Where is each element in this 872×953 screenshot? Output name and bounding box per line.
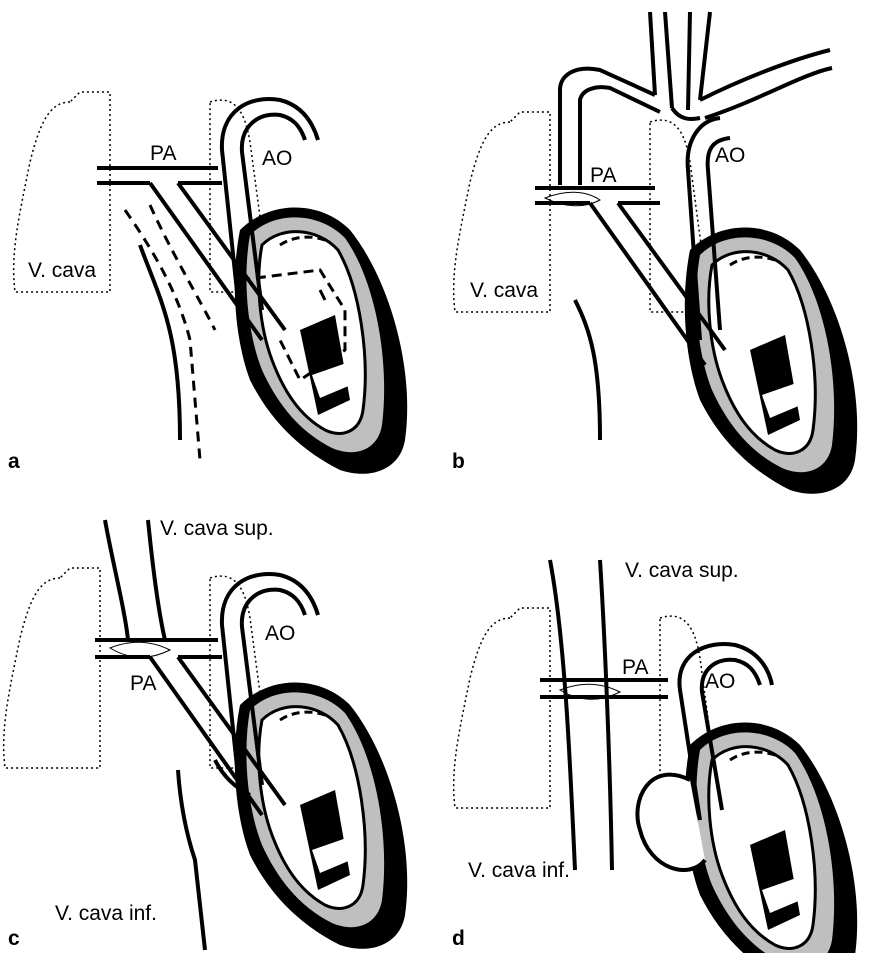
heart xyxy=(685,228,857,494)
pulmonary-artery xyxy=(97,168,222,183)
vena-cava-tube xyxy=(550,560,612,870)
left-lung-outline xyxy=(454,608,550,808)
panel-letter-c: c xyxy=(8,927,20,950)
panel-letter-d: d xyxy=(452,927,465,950)
vena-cava-label: V. cava xyxy=(470,279,538,302)
panel-letter-a: a xyxy=(8,450,20,473)
panel-b: PA AO V. cava b xyxy=(452,12,857,494)
panel-letter-b: b xyxy=(452,450,465,473)
ao-label: AO xyxy=(715,144,745,167)
panel-c: V. cava sup. PA AO V. cava inf. c xyxy=(4,517,408,950)
vena-cava-sup-label: V. cava sup. xyxy=(625,559,739,582)
pa-label: PA xyxy=(150,142,176,165)
heart xyxy=(685,723,857,953)
pa-label: PA xyxy=(130,672,156,695)
inferior-vena-cava xyxy=(178,760,250,950)
vena-cava-solid xyxy=(140,245,180,440)
panel-d: V. cava sup. PA AO V. cava inf. d xyxy=(452,559,857,953)
vena-cava-sup-label: V. cava sup. xyxy=(160,517,274,540)
pulmonary-artery xyxy=(540,680,668,697)
vena-cava-label: V. cava xyxy=(28,259,96,282)
aortic-arch-branches xyxy=(560,12,832,185)
panel-a: PA AO V. cava a xyxy=(8,92,407,474)
vena-cava xyxy=(575,300,600,440)
ao-label: AO xyxy=(705,670,735,693)
pa-label: PA xyxy=(622,656,648,679)
superior-vena-cava xyxy=(105,520,165,640)
ao-label: AO xyxy=(262,147,292,170)
ao-label: AO xyxy=(265,622,295,645)
left-lung-outline xyxy=(4,568,100,768)
vena-cava-inf-label: V. cava inf. xyxy=(55,902,157,925)
vena-cava-inf-label: V. cava inf. xyxy=(468,859,570,882)
pa-label: PA xyxy=(590,164,616,187)
